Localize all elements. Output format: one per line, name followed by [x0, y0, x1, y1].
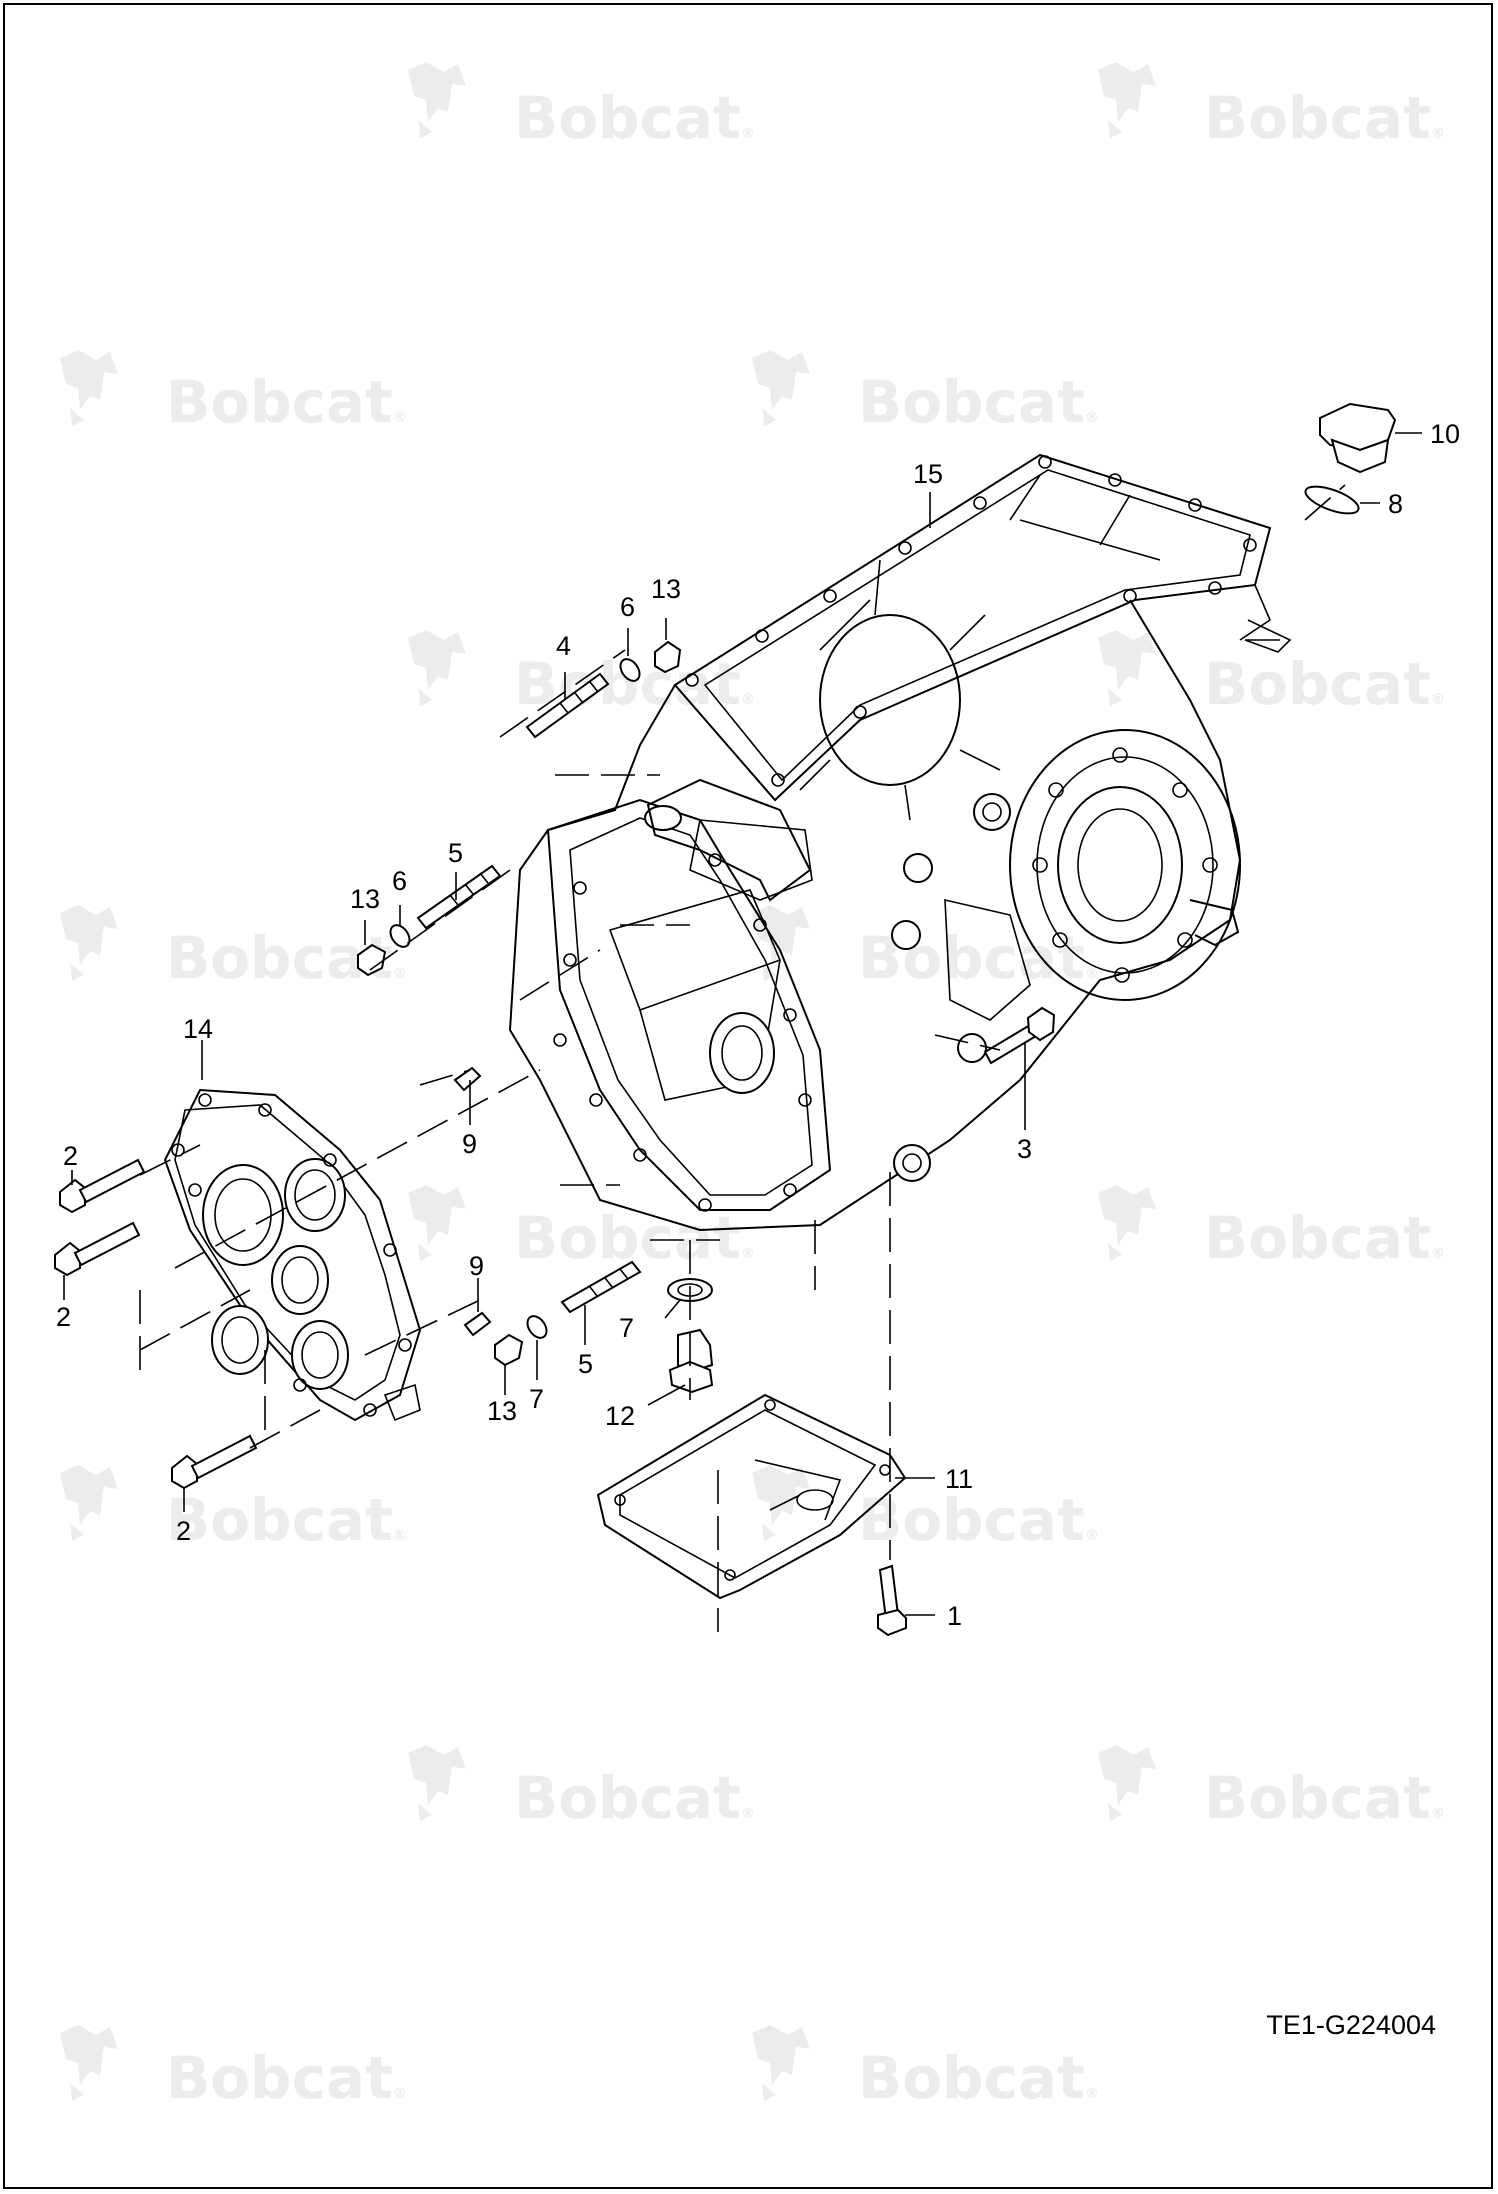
callout-leaders	[63, 432, 1422, 1616]
callout-10: 10	[1430, 419, 1460, 449]
watermark-registered-mark: ®	[1431, 692, 1445, 708]
watermark-registered-mark: ®	[741, 692, 755, 708]
watermark-text: Bobcat®	[514, 1204, 755, 1272]
drawing-frame	[3, 3, 1493, 2189]
callout-6: 6	[620, 592, 635, 622]
watermark-text: Bobcat®	[858, 1486, 1099, 1554]
watermark-registered-mark: ®	[1085, 1528, 1099, 1544]
watermark-text: Bobcat®	[166, 1486, 407, 1554]
callout-11: 11	[945, 1464, 973, 1494]
watermark-text: Bobcat®	[858, 2044, 1099, 2112]
watermark-registered-mark: ®	[1085, 2086, 1099, 2102]
watermark-registered-mark: ®	[741, 1806, 755, 1822]
callout-2: 2	[63, 1141, 78, 1171]
callout-2: 2	[176, 1516, 191, 1546]
callout-9: 9	[469, 1251, 484, 1281]
callout-7: 7	[619, 1313, 634, 1343]
callout-13: 13	[651, 574, 681, 604]
watermark-text: Bobcat®	[1204, 1204, 1445, 1272]
watermark-text: Bobcat®	[858, 368, 1099, 436]
callout-12: 12	[605, 1401, 635, 1431]
watermark-registered-mark: ®	[393, 1528, 407, 1544]
front-cover	[163, 1088, 422, 1422]
watermark-registered-mark: ®	[393, 966, 407, 982]
callout-labels: 1 2 2 2 3 4 5 5 6 6 7 7 8 9 9 10 11 12 1…	[56, 419, 1460, 1631]
watermark-registered-mark: ®	[1085, 966, 1099, 982]
watermark-texts: Bobcat® Bobcat® Bobcat® Bobcat® Bobcat® …	[166, 84, 1445, 2112]
callout-6: 6	[392, 866, 407, 896]
watermark-registered-mark: ®	[1085, 410, 1099, 426]
watermark-registered-mark: ®	[1431, 1246, 1445, 1262]
watermark-registered-mark: ®	[741, 126, 755, 142]
watermark-text: Bobcat®	[1204, 650, 1445, 718]
callout-13: 13	[487, 1396, 517, 1426]
watermark-registered-mark: ®	[1431, 126, 1445, 142]
callout-14: 14	[183, 1014, 213, 1044]
callout-2: 2	[56, 1302, 71, 1332]
callout-1: 1	[947, 1601, 962, 1631]
watermark-text: Bobcat®	[514, 84, 755, 152]
watermark-text: Bobcat®	[166, 368, 407, 436]
callout-9: 9	[462, 1129, 477, 1159]
fasteners	[54, 402, 1397, 1637]
transmission-case	[508, 453, 1292, 1232]
watermark-text: Bobcat®	[514, 1764, 755, 1832]
watermark-registered-mark: ®	[393, 410, 407, 426]
drawing-code: TE1-G224004	[1266, 2010, 1436, 2040]
callout-7: 7	[529, 1384, 544, 1414]
watermark-text: Bobcat®	[1204, 1764, 1445, 1832]
watermark-registered-mark: ®	[393, 2086, 407, 2102]
callout-3: 3	[1017, 1134, 1032, 1164]
watermark-text: Bobcat®	[514, 650, 755, 718]
alignment-lines	[139, 484, 1346, 1632]
callout-4: 4	[556, 631, 571, 661]
watermark-registered-mark: ®	[1431, 1806, 1445, 1822]
watermark-text: Bobcat®	[1204, 84, 1445, 152]
callout-5: 5	[448, 838, 463, 868]
callout-13: 13	[350, 884, 380, 914]
watermark-registered-mark: ®	[741, 1246, 755, 1262]
watermark-text: Bobcat®	[166, 2044, 407, 2112]
callout-5: 5	[578, 1349, 593, 1379]
callout-15: 15	[913, 459, 943, 489]
callout-8: 8	[1388, 489, 1403, 519]
